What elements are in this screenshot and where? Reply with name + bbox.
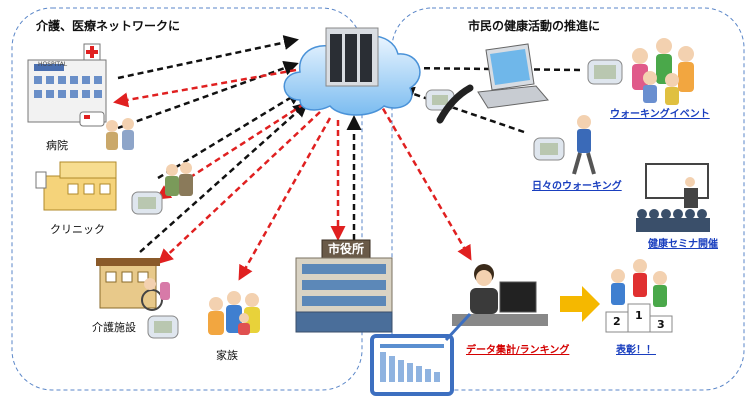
callout-line: [444, 312, 472, 342]
family-label: 家族: [216, 349, 238, 362]
daily-walking-label[interactable]: 日々のウォーキング: [532, 181, 622, 192]
telephone-icon: [436, 84, 474, 124]
hospital-sign: HOSPITAL: [38, 61, 68, 68]
patients-icon: [106, 118, 134, 150]
cloud-server-icon: [283, 27, 421, 116]
seminar-label[interactable]: 健康セミナ開催: [648, 239, 718, 250]
clinic-label: クリニック: [50, 223, 105, 236]
arrow-daily-walking-to-cloud: [399, 86, 525, 134]
hospital-label: 病院: [46, 139, 68, 152]
left-section-title: 介護、医療ネットワークに: [36, 19, 181, 33]
arrow-hospital2-to-cloud: [117, 61, 299, 130]
walking-event-label[interactable]: ウォーキングイベント: [610, 109, 710, 120]
arrow-cloud-to-hospital: [113, 68, 297, 108]
podium-first: 1: [635, 309, 643, 322]
podium-icon: [605, 259, 673, 333]
city-hall-label: 市役所: [328, 242, 365, 256]
upload-arrows: [117, 35, 581, 253]
pedometer-screens: [138, 65, 616, 333]
wheelchair-icon: [141, 278, 170, 311]
laptop-icon: [477, 43, 549, 109]
arrow-hospital-to-cloud: [117, 35, 299, 80]
podium-third: 3: [657, 318, 665, 331]
family-icon: [208, 291, 260, 335]
city-hall-icon: [295, 239, 393, 333]
award-label[interactable]: 表彰！！: [616, 345, 656, 356]
walking-group-icon: [632, 38, 694, 105]
arrow-cloud-to-care: [157, 111, 321, 265]
arrow-care-to-cloud: [139, 102, 309, 253]
seminar-icon: [636, 163, 710, 232]
result-arrow: [560, 286, 600, 322]
data-ranking-label[interactable]: データ集計/ランキング: [466, 345, 570, 356]
hospital-icon: [27, 43, 107, 127]
care-facility-icon: [96, 258, 160, 309]
elderly-couple-icon: [165, 162, 193, 196]
care-facility-label: 介護施設: [92, 321, 136, 334]
operator-icon: [452, 264, 548, 326]
arrow-cloud-to-family: [238, 117, 332, 281]
data-chart-thumbnail: [370, 334, 454, 396]
podium-second: 2: [613, 315, 621, 328]
arrow-cloud-to-data: [376, 99, 472, 261]
arrow-clinic-to-cloud: [157, 90, 303, 180]
left-group-boundary: [11, 7, 363, 391]
right-section-title: 市民の健康活動の推進に: [468, 19, 601, 33]
clinic-icon: [35, 161, 117, 211]
right-group-boundary: [391, 7, 745, 391]
walker-icon: [572, 115, 596, 175]
